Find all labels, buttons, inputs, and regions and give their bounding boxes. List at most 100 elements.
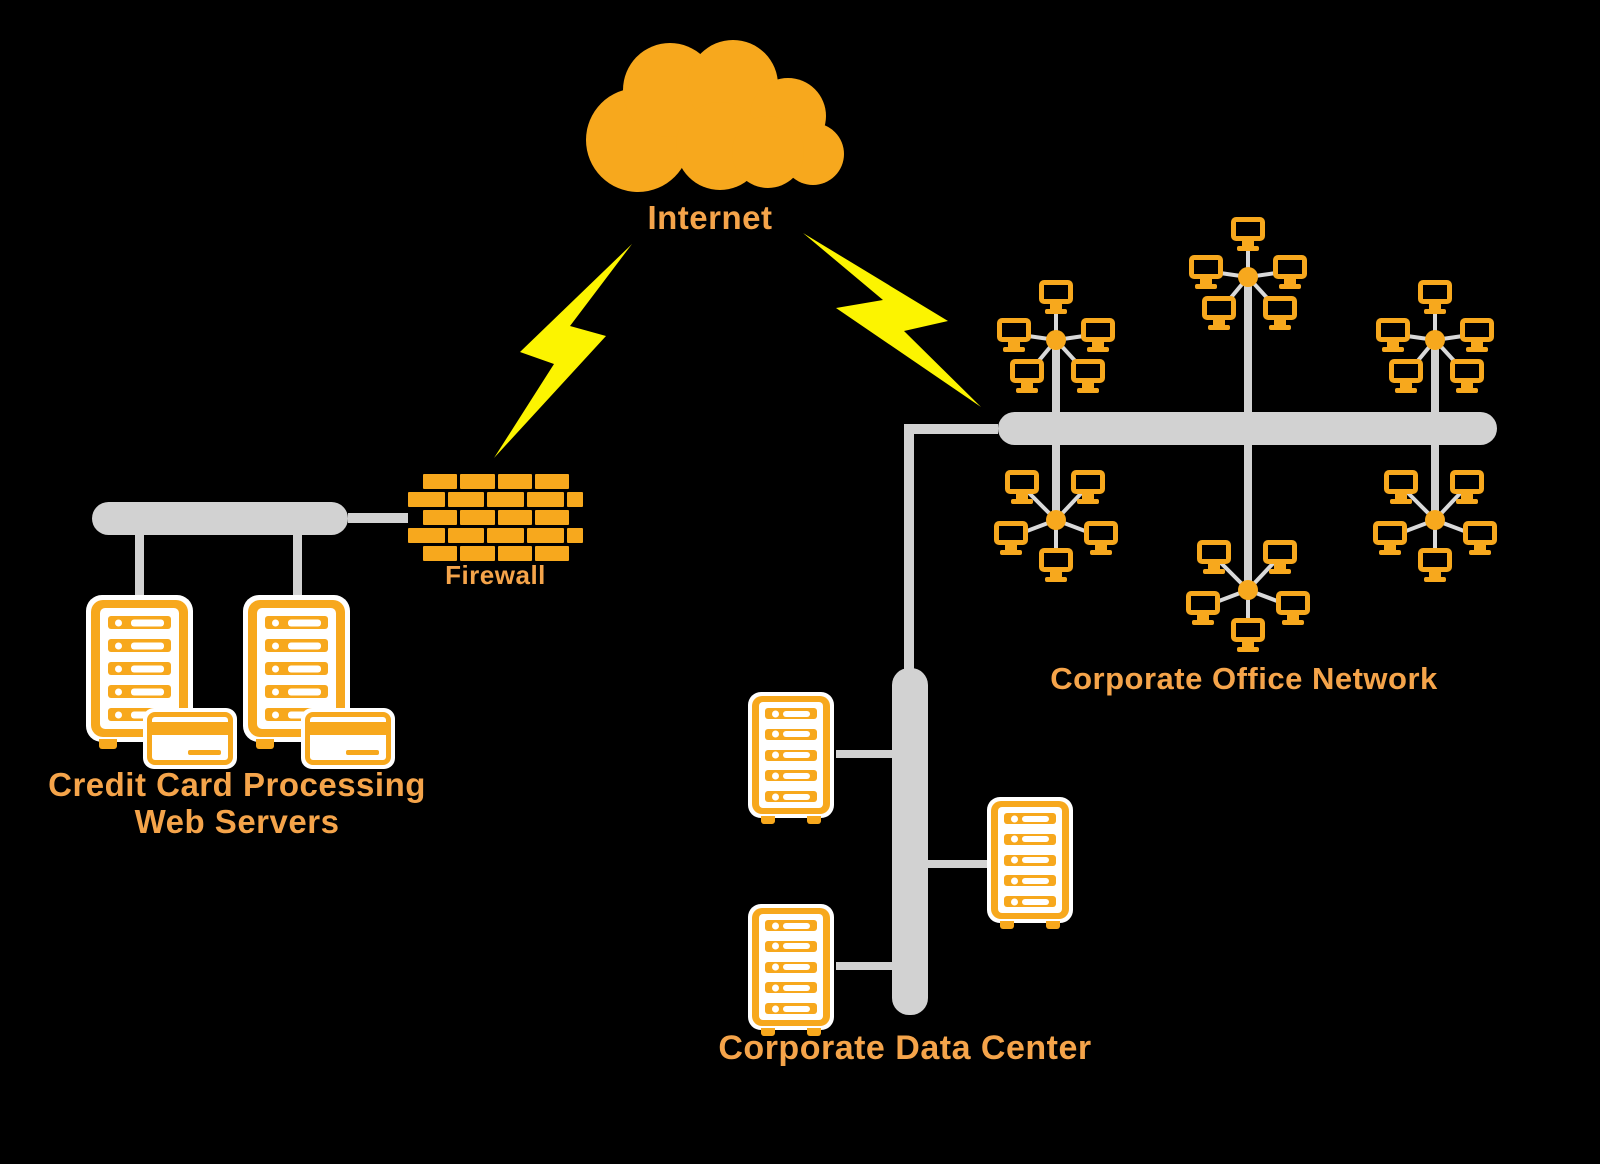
- brick-row: [408, 528, 583, 543]
- brick: [460, 474, 495, 489]
- brick: [526, 528, 564, 543]
- monitor-icon: [1450, 359, 1484, 383]
- monitor-icon: [1384, 470, 1418, 494]
- data-center-label: Corporate Data Center: [718, 1029, 1092, 1067]
- monitor-icon: [1263, 296, 1297, 320]
- brick: [534, 546, 569, 561]
- server-slot: [1004, 896, 1056, 907]
- server-slot: [108, 662, 171, 675]
- monitor-icon: [1186, 591, 1220, 615]
- monitor-icon: [1071, 470, 1105, 494]
- server-slot: [265, 616, 328, 629]
- network-link: [293, 535, 302, 599]
- brick: [534, 510, 569, 525]
- server-frame: [752, 696, 830, 814]
- monitor-icon: [1071, 359, 1105, 383]
- brick: [526, 492, 564, 507]
- server-panel: [257, 608, 336, 729]
- monitor-icon: [1389, 359, 1423, 383]
- firewall-label: Firewall: [445, 560, 546, 590]
- network-link: [904, 424, 914, 670]
- brick: [487, 492, 524, 507]
- internet-label: Internet: [647, 199, 773, 236]
- brick: [423, 510, 458, 525]
- monitor-icon: [1231, 618, 1265, 642]
- data-center-server-icon: [748, 904, 834, 1036]
- network-link: [928, 860, 988, 868]
- server-slot: [265, 639, 328, 652]
- brick-row: [408, 492, 583, 507]
- network-link: [836, 750, 892, 758]
- credit-card-icon: [301, 708, 395, 769]
- brick: [408, 492, 445, 507]
- server-slot: [765, 770, 817, 782]
- monitor-icon: [1460, 318, 1494, 342]
- monitor-icon: [1376, 318, 1410, 342]
- server-slot: [108, 616, 171, 629]
- credit-card-face: [305, 712, 391, 765]
- server-slot: [1004, 813, 1056, 824]
- brick: [423, 474, 458, 489]
- lightning-bolt-icon: [803, 233, 981, 407]
- server-panel: [759, 914, 823, 1020]
- brick: [447, 528, 485, 543]
- hub-node-icon: [1046, 330, 1066, 350]
- web-servers-label-line1: Credit Card Processing: [48, 766, 426, 803]
- network-bus-bar: [892, 668, 928, 1015]
- cluster-uplink: [1052, 443, 1060, 520]
- server-slot: [1004, 854, 1056, 866]
- credit-card-icon: [143, 708, 237, 769]
- monitor-icon: [1418, 548, 1452, 572]
- brick: [497, 474, 532, 489]
- server-slot: [265, 662, 328, 675]
- data-center-server-icon: [987, 797, 1073, 929]
- server-slot: [765, 749, 817, 761]
- brick: [566, 492, 583, 507]
- monitor-icon: [1373, 521, 1407, 545]
- server-slot: [1004, 833, 1056, 845]
- brick: [460, 510, 495, 525]
- monitor-icon: [1039, 280, 1073, 304]
- monitor-icon: [1202, 296, 1236, 320]
- server-slot: [1004, 875, 1056, 887]
- firewall-icon: [408, 474, 583, 564]
- server-panel: [998, 807, 1062, 913]
- web-servers-label: Credit Card Processing Web Servers: [40, 766, 434, 840]
- server-frame: [752, 908, 830, 1026]
- server-slot: [765, 920, 817, 931]
- brick: [408, 528, 445, 543]
- network-link: [836, 962, 892, 970]
- network-link: [904, 424, 998, 434]
- hub-node-icon: [1425, 330, 1445, 350]
- network-link: [348, 513, 408, 523]
- hub-node-icon: [1238, 267, 1258, 287]
- server-slot: [765, 1003, 817, 1014]
- monitor-icon: [1005, 470, 1039, 494]
- server-frame: [248, 600, 345, 737]
- server-slot: [765, 728, 817, 740]
- monitor-icon: [1197, 540, 1231, 564]
- internet-cloud-icon: [586, 40, 844, 192]
- server-slot: [765, 982, 817, 994]
- network-bus-bar: [998, 412, 1497, 445]
- monitor-icon: [1081, 318, 1115, 342]
- monitor-icon: [1276, 591, 1310, 615]
- brick: [460, 546, 495, 561]
- monitor-icon: [1189, 255, 1223, 279]
- network-link: [135, 535, 144, 599]
- hub-node-icon: [1238, 580, 1258, 600]
- server-slot: [765, 940, 817, 952]
- brick: [566, 528, 583, 543]
- server-frame: [991, 801, 1069, 919]
- hub-node-icon: [1046, 510, 1066, 530]
- monitor-icon: [1231, 217, 1265, 241]
- brick-row: [408, 546, 583, 561]
- data-center-server-icon: [748, 692, 834, 824]
- brick: [447, 492, 485, 507]
- monitor-icon: [997, 318, 1031, 342]
- credit-card-face: [147, 712, 233, 765]
- web-servers-label-line2: Web Servers: [134, 803, 340, 840]
- monitor-icon: [1450, 470, 1484, 494]
- cluster-uplink: [1431, 340, 1439, 414]
- monitor-icon: [1084, 521, 1118, 545]
